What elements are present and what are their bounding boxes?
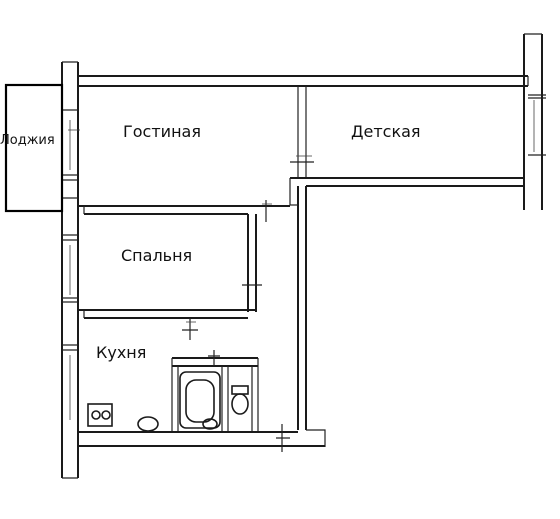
bathtub-icon [179, 371, 221, 429]
room-label-kitchen: Кухня [96, 343, 146, 362]
top-exterior-wall [78, 75, 529, 87]
room-label-loggia: Лоджия [0, 133, 55, 148]
corridor-walls [290, 186, 326, 447]
partition-living-kids [290, 86, 314, 178]
bathroom-block [171, 350, 259, 432]
washbasin-icon [202, 418, 218, 430]
bottom-exterior-wall [78, 424, 325, 452]
room-label-bedroom: Спальня [121, 246, 192, 265]
left-exterior-wall [61, 61, 79, 479]
stove-icon [87, 403, 113, 427]
loggia-outline [4, 83, 64, 213]
partition-living-bedroom [78, 200, 290, 222]
wall-joint-marks [68, 129, 312, 323]
toilet-icon [231, 393, 249, 415]
room-label-kids-room: Детская [351, 122, 421, 141]
kids-room-bottom-wall [289, 177, 524, 205]
kitchen-sink-icon [137, 416, 159, 432]
room-label-living-room: Гостиная [123, 122, 201, 141]
partition-bedroom-kitchen [78, 309, 256, 340]
bedroom-right-wall [242, 214, 262, 312]
right-exterior-wall [523, 33, 546, 210]
